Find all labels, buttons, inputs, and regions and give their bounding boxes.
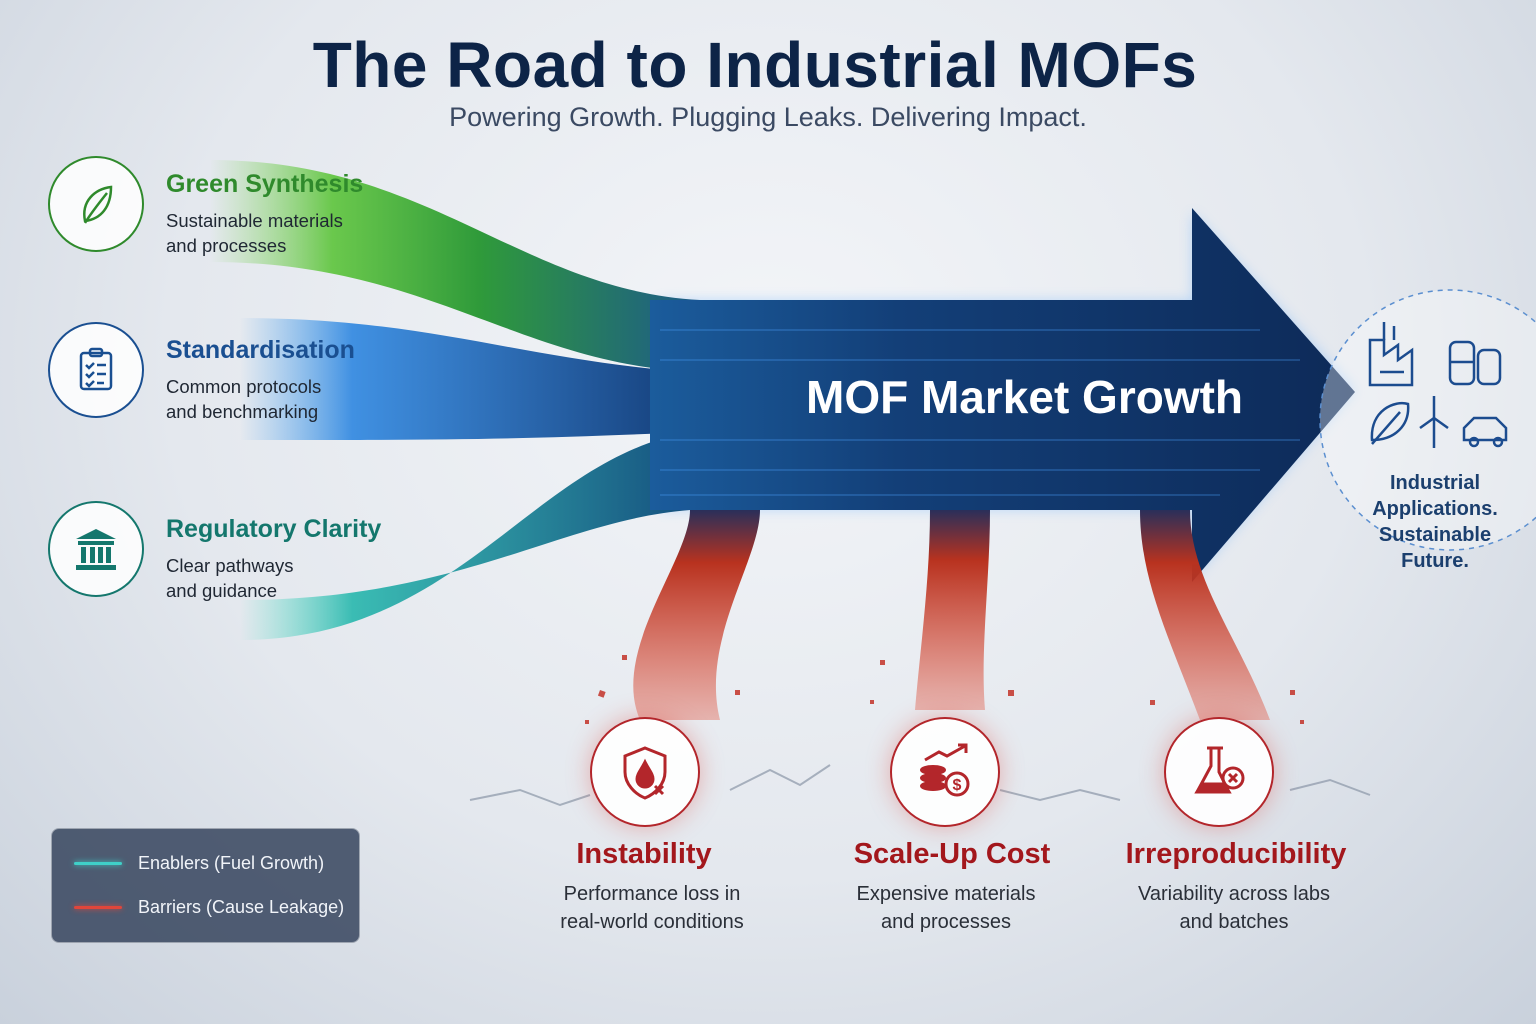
legend: Enablers (Fuel Growth) Barriers (Cause L…: [51, 828, 360, 943]
enabler-description: Clear pathways and guidance: [166, 555, 294, 601]
blue-stream: [240, 318, 690, 440]
barrier-description: Variability across labs and batches: [1138, 883, 1330, 933]
main-arrow: [650, 208, 1355, 582]
page-subtitle: Powering Growth. Plugging Leaks. Deliver…: [449, 102, 1087, 132]
car-icon: [1462, 416, 1508, 448]
legend-label: Barriers (Cause Leakage): [138, 896, 345, 917]
barrier-title: Instability: [576, 838, 712, 870]
teal-stream: [240, 432, 690, 640]
leak-stream-instability: [633, 510, 760, 720]
legend-item-barriers: Barriers (Cause Leakage): [74, 895, 344, 919]
legend-item-enablers: Enablers (Fuel Growth): [74, 851, 324, 875]
green-stream: [210, 160, 700, 372]
leak-stream-irreproducibility: [1140, 510, 1270, 720]
legend-swatch: [74, 861, 122, 865]
clipboard-checklist-icon: [48, 322, 144, 418]
government-building-icon: [48, 501, 144, 597]
svg-text:$: $: [953, 777, 962, 794]
enabler-title: Green Synthesis: [166, 170, 364, 198]
barrier-title: Irreproducibility: [1125, 838, 1347, 870]
target-circle: [1319, 289, 1536, 551]
enabler-description: Sustainable materials and processes: [166, 210, 343, 256]
enabler-title: Standardisation: [166, 336, 355, 364]
factory-icon: [1368, 322, 1414, 387]
leak-stream-scaleup: [915, 510, 990, 710]
leaf-icon: [1370, 401, 1410, 445]
leaf-icon: [48, 156, 144, 252]
storage-tanks-icon: [1448, 340, 1502, 386]
enabler-description: Common protocols and benchmarking: [166, 376, 322, 422]
shield-drop-icon: [590, 717, 700, 827]
legend-label: Enablers (Fuel Growth): [138, 852, 325, 873]
enabler-title: Regulatory Clarity: [166, 515, 382, 543]
coins-rising-icon: $: [890, 717, 1000, 827]
barrier-description: Expensive materials and processes: [856, 883, 1036, 933]
flask-cross-icon: [1164, 717, 1274, 827]
barrier-description: Performance loss in real-world condition…: [560, 883, 744, 933]
barrier-title: Scale-Up Cost: [853, 838, 1051, 870]
page-title: The Road to Industrial MOFs: [312, 29, 1198, 101]
target-label: Industrial Applications. Sustainable Fut…: [1372, 472, 1498, 572]
legend-swatch: [74, 905, 122, 909]
wind-turbine-icon: [1419, 396, 1449, 448]
main-arrow-label: MOF Market Growth: [806, 371, 1244, 423]
